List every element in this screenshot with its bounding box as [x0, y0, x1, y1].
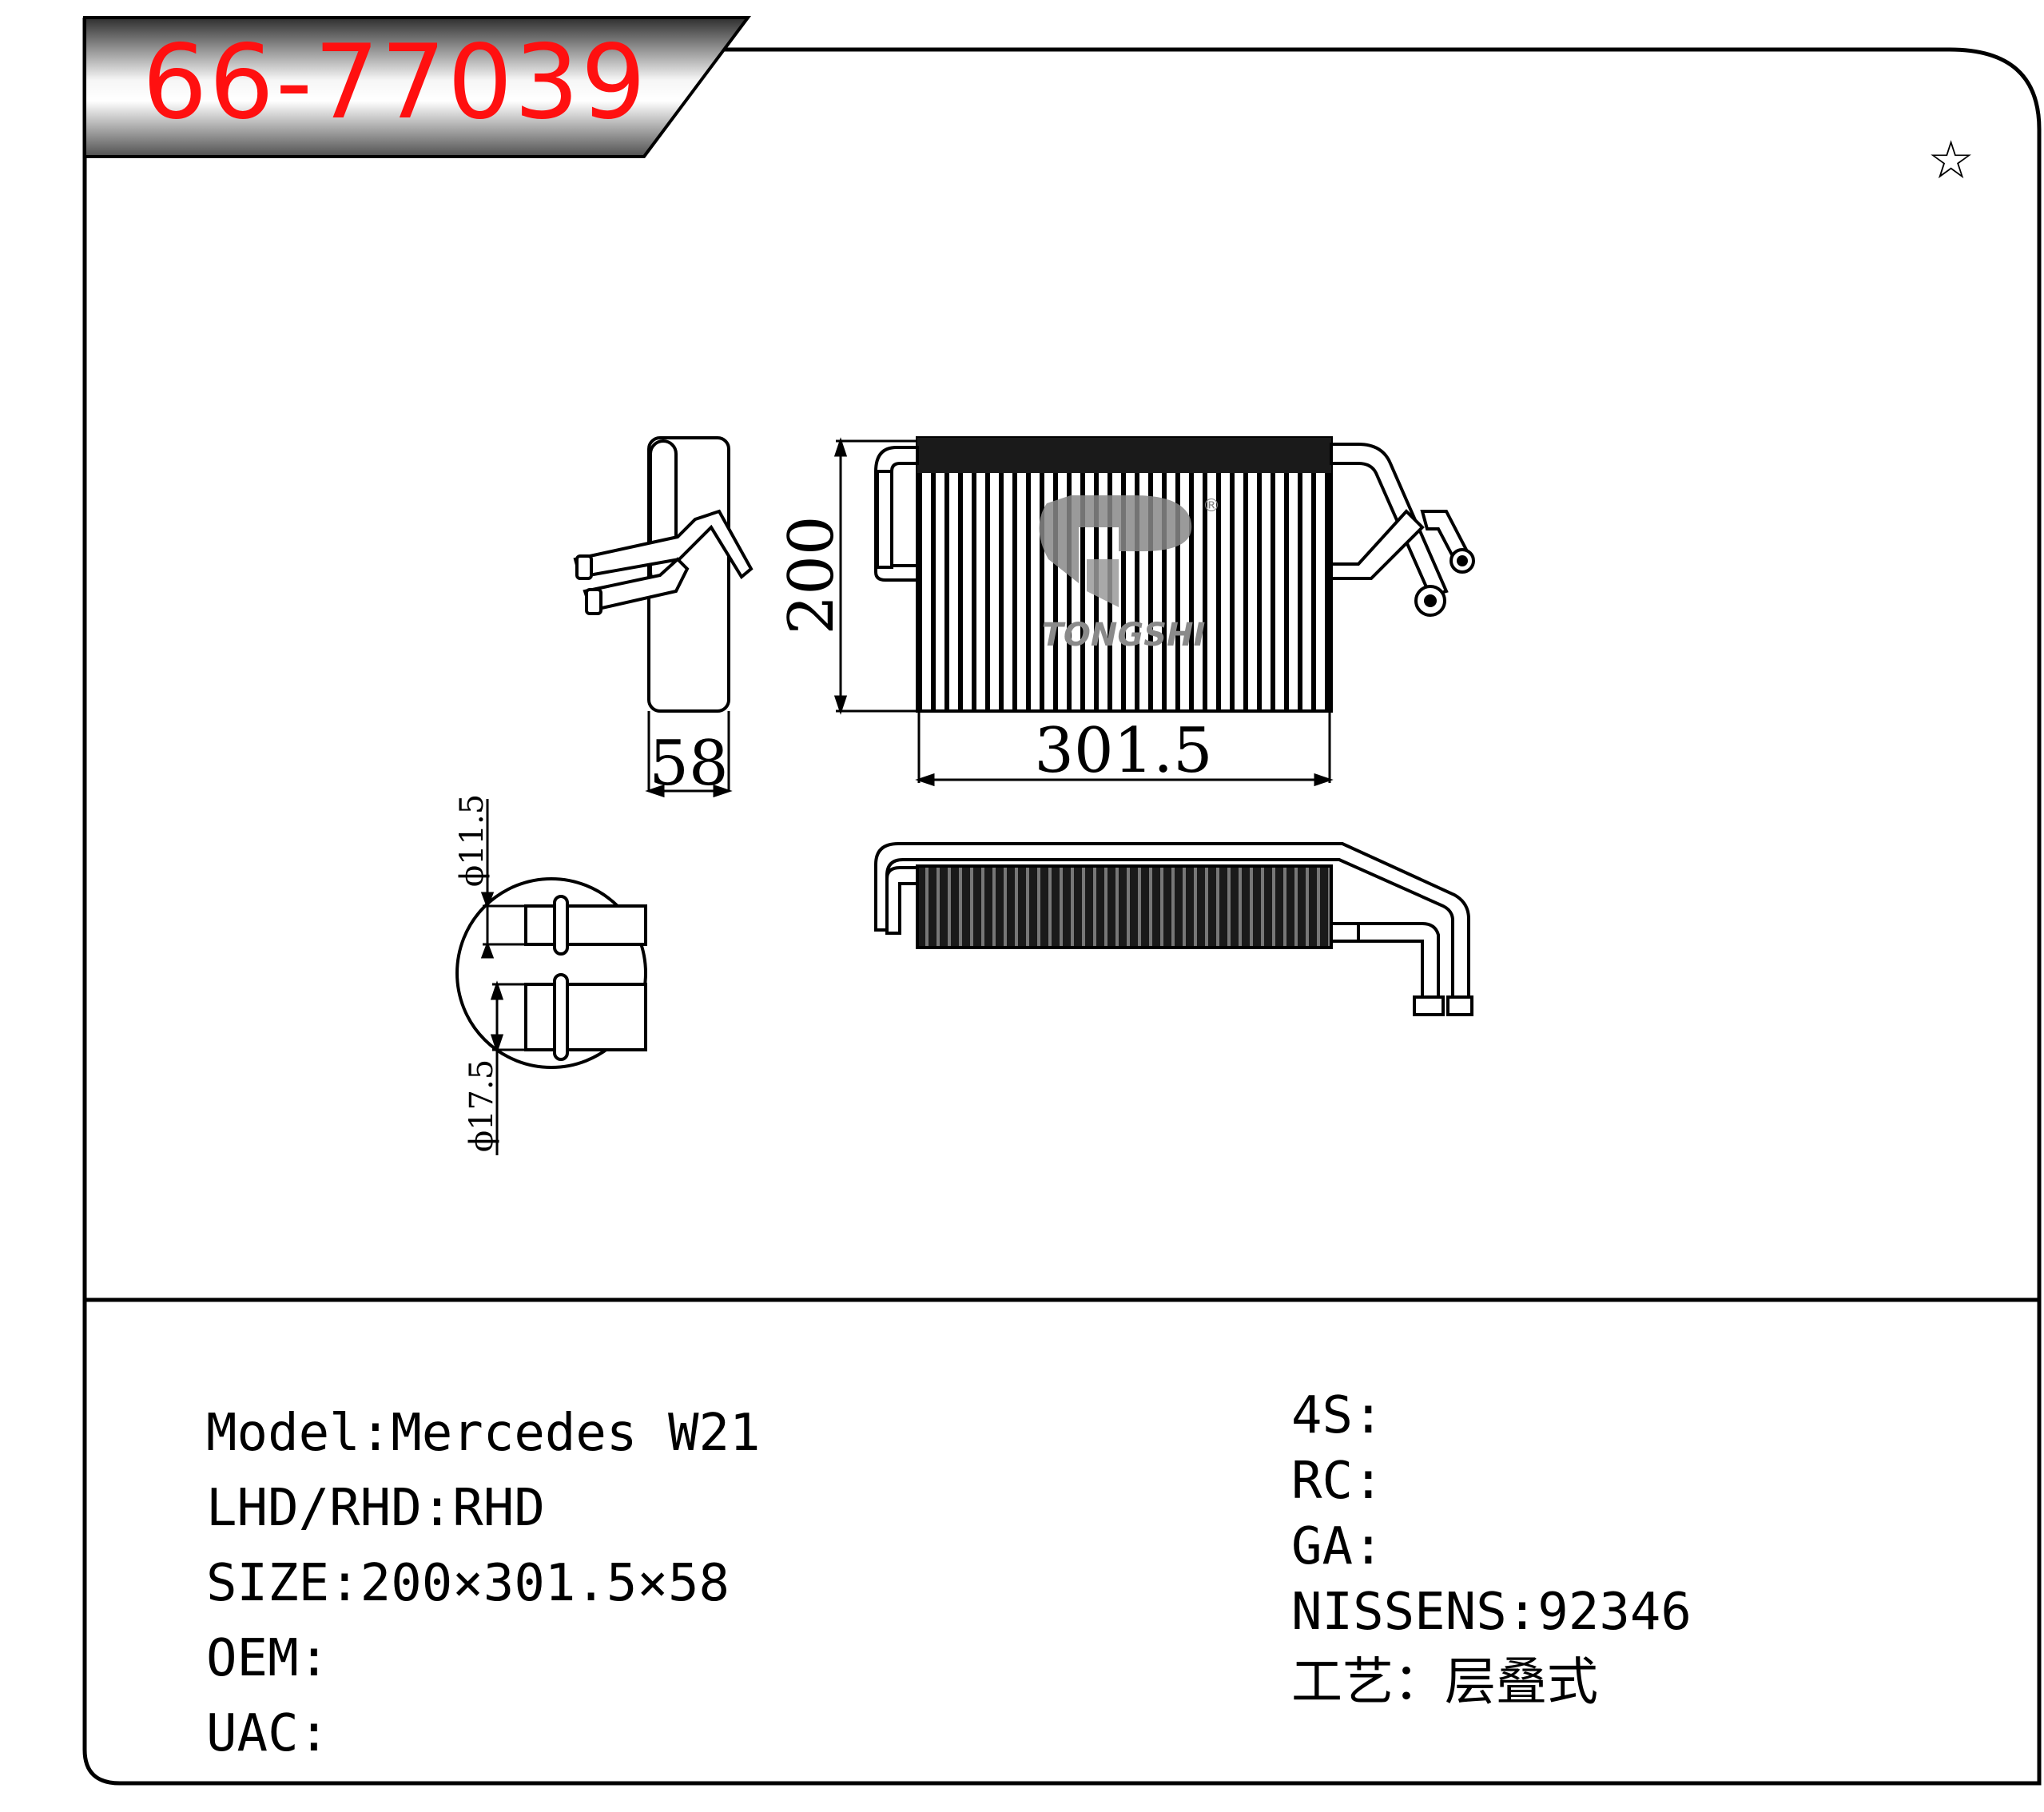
spec-model: Model:Mercedes W21 — [206, 1408, 761, 1459]
height-dimension — [833, 437, 917, 715]
pipe-large-diameter-label: ϕ17.5 — [463, 1059, 500, 1152]
front-view-core — [916, 436, 1333, 713]
spec-size: SIZE:200×301.5×58 — [206, 1558, 730, 1609]
pipe-fitting — [1457, 555, 1468, 566]
side-view — [573, 436, 754, 713]
part-number: 66-77039 — [142, 23, 648, 142]
top-view — [874, 842, 1473, 1016]
spec-label: GA: — [1291, 1517, 1384, 1576]
spec-ga: GA: — [1291, 1521, 1384, 1572]
spec-process: 工艺：层叠式 — [1291, 1657, 1598, 1708]
pipe-detail — [455, 877, 647, 1069]
width-dimension-label: 301.5 — [1034, 715, 1212, 787]
depth-dimension — [645, 711, 733, 798]
spec-rc: RC: — [1291, 1456, 1384, 1507]
spec-value: 层叠式 — [1445, 1653, 1598, 1712]
svg-text:®: ® — [1203, 496, 1220, 516]
spec-value: 200×301.5×58 — [360, 1554, 730, 1613]
spec-label: 工艺： — [1291, 1653, 1445, 1712]
spec-label: LHD/RHD: — [206, 1479, 453, 1538]
spec-drive-side: LHD/RHD:RHD — [206, 1483, 545, 1534]
spec-value: 92346 — [1537, 1583, 1692, 1642]
width-dimension — [915, 711, 1334, 787]
spec-4s: 4S: — [1291, 1390, 1384, 1441]
spec-label: UAC: — [206, 1704, 330, 1763]
spec-label: Model: — [206, 1404, 392, 1463]
spec-label: 4S: — [1291, 1386, 1384, 1445]
pipe-fitting — [1424, 594, 1437, 607]
spec-label: SIZE: — [206, 1554, 360, 1613]
spec-label: OEM: — [206, 1629, 330, 1688]
spec-value: Mercedes W21 — [391, 1404, 761, 1463]
height-dimension-label: 200 — [776, 516, 848, 635]
spec-label: NISSENS: — [1291, 1583, 1538, 1642]
pipe-small-diameter-label: ϕ11.5 — [454, 794, 491, 887]
part-number-banner — [83, 16, 751, 158]
sheet-border — [82, 18, 2042, 1786]
tongshi-logo: TONGSHI ® — [1039, 495, 1220, 654]
depth-dimension-label: 58 — [649, 728, 728, 800]
spec-uac: UAC: — [206, 1708, 329, 1759]
spec-value: RHD — [452, 1479, 545, 1538]
pipe-diameter-dimensions — [480, 799, 527, 1155]
spec-label: RC: — [1291, 1452, 1384, 1511]
spec-oem: OEM: — [206, 1633, 329, 1684]
svg-text:TONGSHI: TONGSHI — [1042, 617, 1206, 654]
spec-nissens: NISSENS:92346 — [1291, 1587, 1692, 1638]
star-icon: ☆ — [1927, 129, 1975, 191]
